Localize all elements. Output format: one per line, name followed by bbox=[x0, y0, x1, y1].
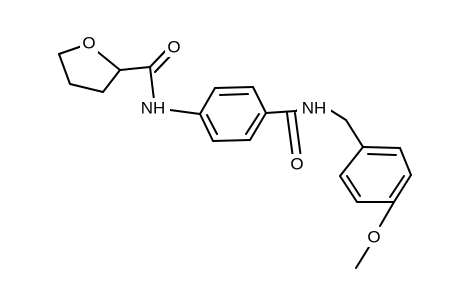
bond-benz1-a bbox=[199, 87, 216, 115]
bond-benz1-d bbox=[249, 112, 267, 141]
bond-n2-ch2 bbox=[329, 109, 347, 121]
bond-ring-o-methoxy bbox=[379, 201, 395, 227]
bond-o-methyl bbox=[355, 246, 370, 269]
bond-benz1-f bbox=[199, 113, 214, 142]
bond-benz2-inner1 bbox=[367, 153, 397, 156]
bond-benz2-f bbox=[339, 146, 364, 177]
atom-labels: O O NH NH O O bbox=[80, 33, 383, 247]
amide1-oxygen-label: O bbox=[167, 38, 180, 57]
bond-carbonyl2-o-b bbox=[294, 112, 302, 159]
bond-thf-c4-c5 bbox=[58, 53, 71, 85]
bond-benz2-c bbox=[393, 174, 412, 203]
bond-benz2-inner2 bbox=[389, 175, 405, 198]
bond-ch2-ring bbox=[345, 119, 364, 148]
bond-benz2-a bbox=[362, 146, 401, 149]
amide1-nitrogen-label: NH bbox=[141, 99, 166, 118]
methoxy-oxygen-label: O bbox=[367, 228, 380, 247]
bond-benz2-e bbox=[339, 175, 358, 203]
bond-benz1-e bbox=[212, 139, 251, 142]
bond-benz1-inner1 bbox=[219, 93, 249, 96]
bond-benz1-inner2 bbox=[245, 113, 260, 135]
amide2-nitrogen-label: NH bbox=[302, 99, 327, 118]
bond-c2-carbonyl1 bbox=[119, 66, 151, 71]
bond-benz1-c bbox=[252, 86, 267, 114]
bond-carbonyl2-o-a bbox=[286, 112, 294, 159]
bond-benz1-inner3 bbox=[206, 114, 218, 135]
bonds bbox=[58, 43, 412, 269]
ring-oxygen-label: O bbox=[82, 34, 95, 53]
bond-thf-c2-c3 bbox=[102, 69, 121, 93]
bond-thf-c3-c4 bbox=[69, 83, 104, 93]
bond-benz1-b bbox=[214, 86, 254, 89]
bond-benz2-inner3 bbox=[346, 175, 361, 197]
bond-benz2-b bbox=[399, 147, 412, 176]
bond-ring-carbonyl2 bbox=[265, 110, 297, 114]
amide2-oxygen-label: O bbox=[290, 155, 303, 174]
